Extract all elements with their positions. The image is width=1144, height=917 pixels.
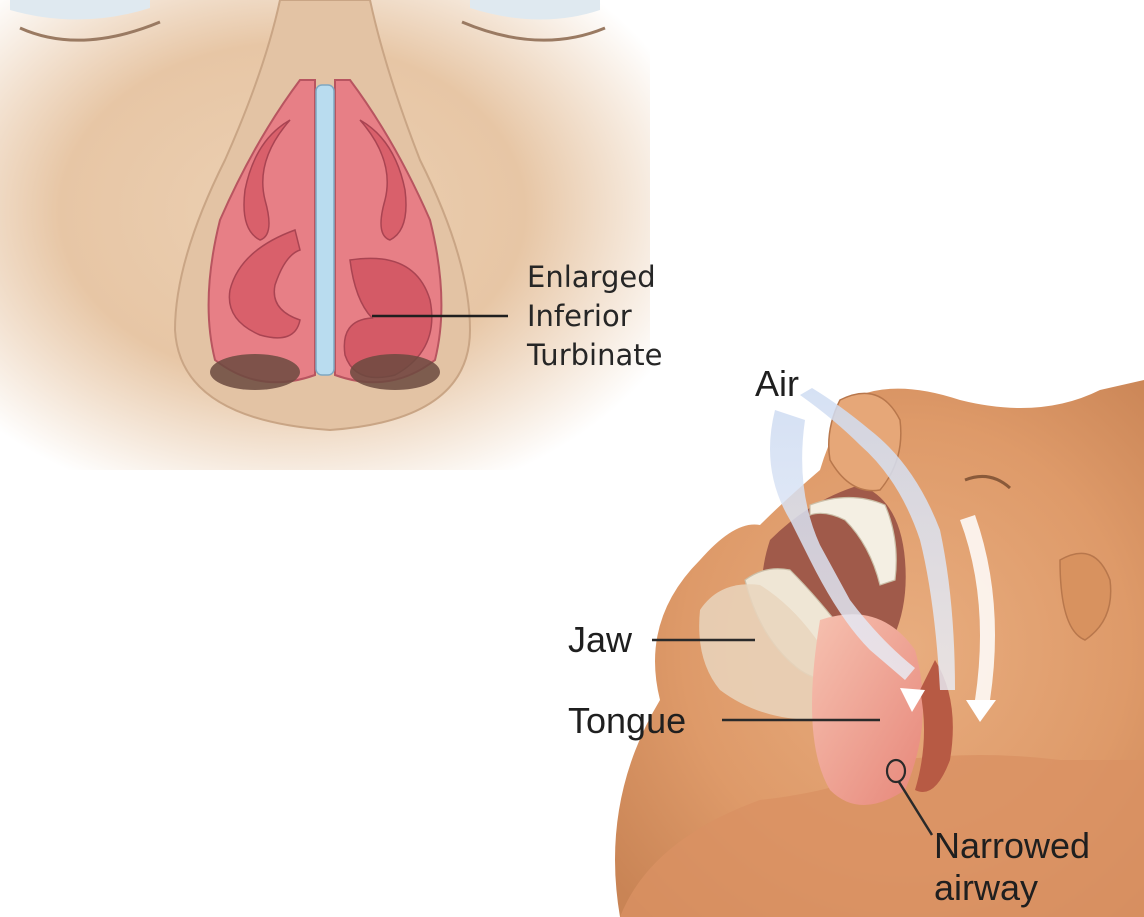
turbinate-label-line-1: Enlarged [527, 260, 656, 294]
nostril-right [350, 354, 440, 390]
turbinate-label-line-3: Turbinate [526, 338, 662, 372]
nostril-left [210, 354, 300, 390]
nose-illustration [0, 0, 650, 470]
turbinate-label-line-2: Inferior [527, 299, 632, 333]
narrowed-airway-label-line-2: airway [934, 867, 1038, 908]
jaw-label: Jaw [568, 619, 633, 660]
narrowed-airway-label-line-1: Narrowed [934, 825, 1090, 866]
air-label: Air [755, 363, 799, 404]
tongue-label: Tongue [568, 700, 686, 741]
nasal-septum [316, 85, 334, 375]
